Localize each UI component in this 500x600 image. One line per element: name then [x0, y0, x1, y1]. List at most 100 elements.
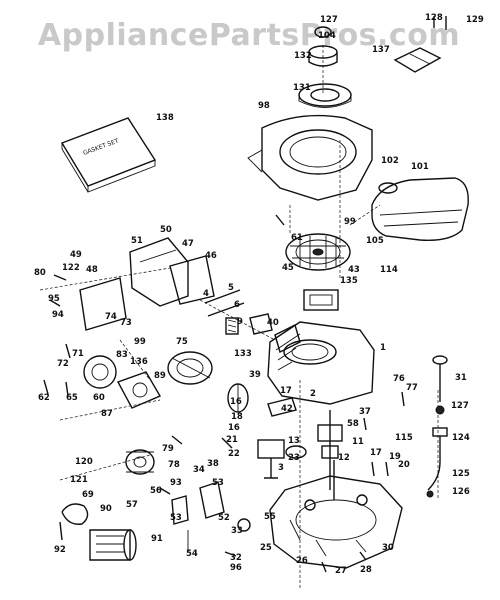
part-callout-21: 21 — [226, 435, 238, 445]
part-callout-73: 73 — [120, 318, 132, 328]
part-callout-38: 38 — [207, 459, 219, 469]
part-callout-71: 71 — [72, 349, 84, 359]
part-callout-128: 128 — [425, 13, 443, 23]
part-callout-34: 34 — [193, 465, 205, 475]
part-callout-19: 19 — [389, 452, 401, 462]
carburetor-assembly-part — [79, 237, 215, 409]
part-callout-131: 131 — [293, 83, 311, 93]
part-callout-18: 18 — [231, 412, 243, 422]
part-callout-122: 122 — [62, 263, 80, 273]
part-callout-87: 87 — [101, 409, 113, 419]
part-callout-40: 40 — [267, 318, 279, 328]
part-callout-57: 57 — [126, 500, 138, 510]
part-callout-58: 58 — [347, 419, 359, 429]
part-callout-80: 80 — [34, 268, 46, 278]
part-callout-16: 16 — [228, 423, 240, 433]
blower-housing-part — [247, 114, 373, 201]
part-callout-94: 94 — [52, 310, 64, 320]
part-callout-28: 28 — [360, 565, 372, 575]
part-callout-56: 56 — [150, 486, 162, 496]
part-callout-78: 78 — [168, 460, 180, 470]
valve-train-part — [204, 289, 273, 335]
part-callout-2: 2 — [310, 389, 316, 399]
part-callout-46: 46 — [205, 251, 217, 261]
fasteners-part — [43, 16, 447, 573]
part-callout-127: 127 — [320, 15, 338, 25]
part-callout-9: 9 — [237, 317, 243, 327]
part-callout-5: 5 — [228, 283, 234, 293]
part-callout-50: 50 — [160, 225, 172, 235]
piston-rod-part — [257, 439, 307, 479]
part-callout-31: 31 — [455, 373, 467, 383]
part-callout-124: 124 — [452, 433, 470, 443]
part-callout-138: 138 — [156, 113, 174, 123]
part-callout-98: 98 — [258, 101, 270, 111]
part-callout-25: 25 — [260, 543, 272, 553]
part-callout-136: 136 — [130, 357, 148, 367]
part-callout-60: 60 — [93, 393, 105, 403]
part-callout-77: 77 — [406, 383, 418, 393]
part-callout-53: 53 — [170, 513, 182, 523]
part-callout-4: 4 — [203, 289, 209, 299]
part-callout-90: 90 — [100, 504, 112, 514]
part-callout-11: 11 — [352, 437, 364, 447]
part-callout-22: 22 — [228, 449, 240, 459]
part-callout-26: 26 — [296, 556, 308, 566]
starter-handle-part — [393, 47, 442, 73]
fuel-tank-part — [371, 177, 469, 241]
part-callout-6: 6 — [234, 300, 240, 310]
part-callout-121: 121 — [70, 475, 88, 485]
part-callout-17: 17 — [370, 448, 382, 458]
governor-part — [227, 383, 297, 417]
part-callout-95: 95 — [48, 294, 60, 304]
gasket-set-text: GASKET SET — [82, 137, 120, 156]
top-cap-part — [308, 26, 338, 67]
part-callout-135: 135 — [340, 276, 358, 286]
part-callout-61: 61 — [291, 233, 303, 243]
cylinder-block-part — [267, 321, 375, 405]
starter-drive-part — [61, 449, 155, 561]
part-callout-91: 91 — [151, 534, 163, 544]
brake-bracket-part — [171, 481, 251, 552]
starter-pulley-part — [298, 83, 352, 108]
part-callout-69: 69 — [82, 490, 94, 500]
engine-base-part — [269, 475, 403, 569]
part-callout-137: 137 — [372, 45, 390, 55]
part-callout-93: 93 — [170, 478, 182, 488]
part-callout-42: 42 — [281, 404, 293, 414]
crankshaft-part — [317, 410, 343, 500]
part-callout-99: 99 — [344, 217, 356, 227]
part-callout-23: 23 — [288, 453, 300, 463]
gasket-set-box: GASKET SET — [60, 117, 157, 193]
part-callout-99: 99 — [134, 337, 146, 347]
part-callout-105: 105 — [366, 236, 384, 246]
part-callout-16: 16 — [230, 397, 242, 407]
part-callout-125: 125 — [452, 469, 470, 479]
part-callout-20: 20 — [398, 460, 410, 470]
part-callout-102: 102 — [381, 156, 399, 166]
part-callout-79: 79 — [162, 444, 174, 454]
part-callout-32: 32 — [230, 553, 242, 563]
part-callout-120: 120 — [75, 457, 93, 467]
part-callout-53: 53 — [212, 478, 224, 488]
part-callout-115: 115 — [395, 433, 413, 443]
ignition-coil-part — [303, 289, 339, 311]
part-callout-133: 133 — [234, 349, 252, 359]
part-callout-48: 48 — [86, 265, 98, 275]
muffler-part — [167, 351, 213, 385]
part-callout-13: 13 — [288, 436, 300, 446]
dipstick-part — [426, 355, 448, 498]
part-callout-96: 96 — [230, 563, 242, 573]
part-callout-75: 75 — [176, 337, 188, 347]
part-callout-114: 114 — [380, 265, 398, 275]
part-callout-12: 12 — [338, 453, 350, 463]
part-callout-27: 27 — [335, 566, 347, 576]
part-callout-17: 17 — [280, 386, 292, 396]
part-callout-55: 55 — [264, 512, 276, 522]
part-callout-45: 45 — [282, 263, 294, 273]
part-callout-33: 33 — [231, 526, 243, 536]
part-callout-1: 1 — [380, 343, 386, 353]
part-callout-65: 65 — [66, 393, 78, 403]
